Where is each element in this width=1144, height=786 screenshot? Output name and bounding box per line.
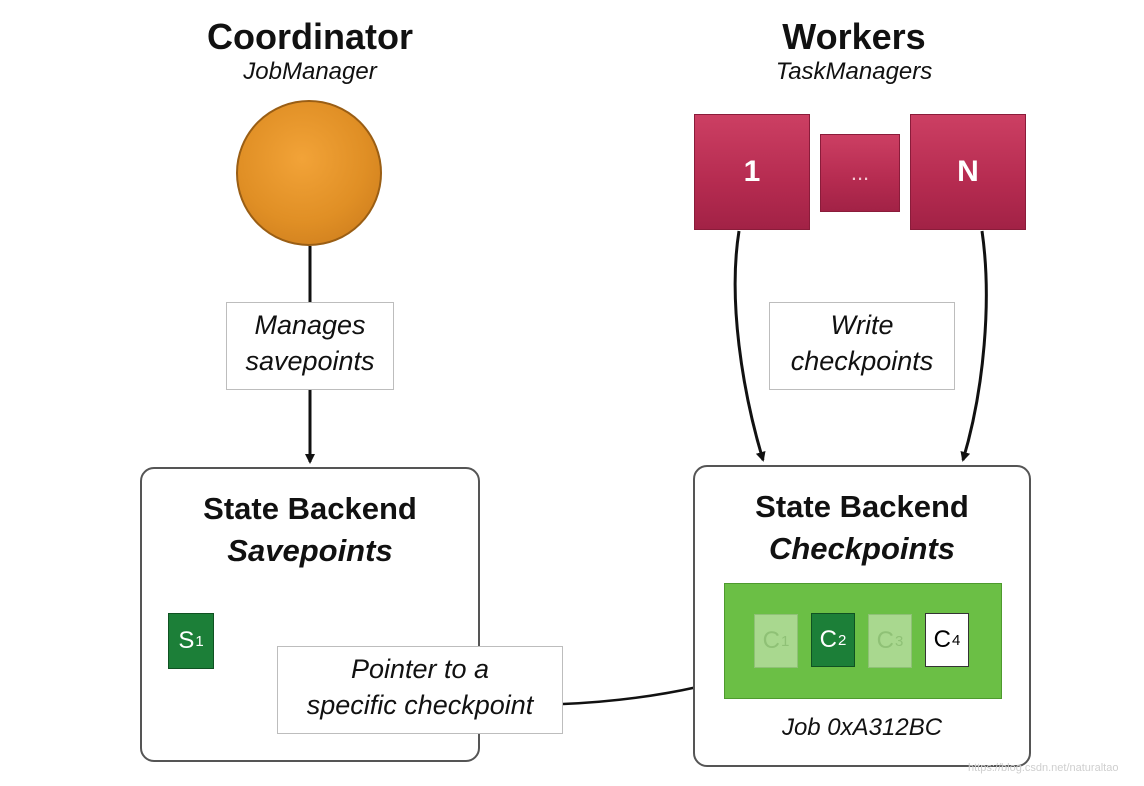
- manages-line-1: Manages: [254, 310, 366, 340]
- job-manager-node: [236, 100, 382, 246]
- task-manager-1: 1: [694, 114, 810, 230]
- savepoint-s1-letter: S: [178, 627, 195, 654]
- checkpoint-c2-index: 2: [838, 631, 847, 649]
- pointer-to-checkpoint-label: Pointer to a specific checkpoint: [277, 646, 563, 734]
- pointer-line-2: specific checkpoint: [306, 690, 534, 720]
- savepoints-state-backend: State Backend Savepoints: [140, 467, 480, 762]
- task-manager-n-label: N: [957, 155, 979, 188]
- job-id-label: Job 0xA312BC: [781, 714, 943, 741]
- checkpoint-c4-letter: C: [933, 626, 951, 653]
- task-manager-1-label: 1: [743, 155, 761, 188]
- coordinator-subtitle: JobManager: [243, 58, 377, 85]
- task-manager-ellipsis: ...: [820, 134, 900, 212]
- checkpoint-c3-index: 3: [895, 632, 904, 650]
- write-line-1: Write: [830, 310, 894, 340]
- pointer-line-1: Pointer to a: [350, 654, 490, 684]
- checkpoint-c3-letter: C: [876, 627, 894, 654]
- write-line-2: checkpoints: [790, 346, 934, 376]
- savepoints-backend-subtitle: Savepoints: [227, 533, 393, 568]
- manages-savepoints-label: Manages savepoints: [226, 302, 394, 390]
- task-manager-n: N: [910, 114, 1026, 230]
- checkpoint-c4-index: 4: [952, 631, 961, 649]
- workers-title: Workers: [782, 16, 926, 57]
- savepoint-s1-index: 1: [195, 632, 204, 650]
- workers-subtitle: TaskManagers: [775, 58, 933, 85]
- checkpoints-backend-subtitle: Checkpoints: [768, 531, 956, 566]
- checkpoint-c2-letter: C: [819, 626, 837, 653]
- worker-1-arrow: [733, 230, 766, 462]
- checkpoints-backend-title: State Backend: [755, 489, 969, 524]
- savepoints-backend-title: State Backend: [203, 491, 417, 526]
- checkpoint-c1-index: 1: [781, 632, 790, 650]
- checkpoint-c1-letter: C: [762, 627, 780, 654]
- watermark-text: https://blog.csdn.net/naturaltao: [968, 762, 1119, 774]
- task-manager-ellipsis-label: ...: [850, 160, 870, 185]
- coordinator-title: Coordinator: [207, 16, 413, 57]
- worker-n-arrow: [960, 230, 988, 462]
- write-checkpoints-label: Write checkpoints: [769, 302, 955, 390]
- manages-line-2: savepoints: [245, 346, 375, 376]
